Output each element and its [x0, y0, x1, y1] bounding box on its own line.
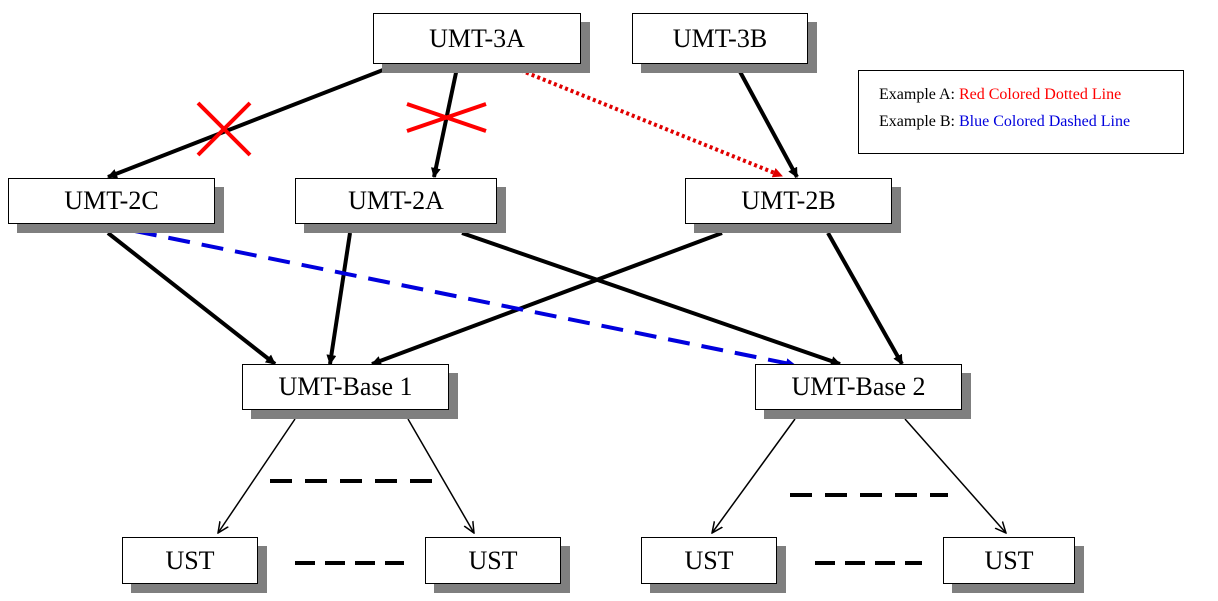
legend-a-text: Red Colored Dotted Line: [958, 86, 1122, 103]
node-label: UST: [165, 545, 215, 575]
legend-b-prefix: Example B:: [879, 113, 959, 130]
edge-3a-to-2a: [430, 67, 459, 178]
red-cross-icon: [196, 101, 252, 157]
node-umt-3b: UMT-3B: [632, 13, 808, 64]
node-label: UMT-2A: [348, 186, 444, 215]
edge-3a-to-2c: [107, 66, 389, 179]
node-label: UST: [684, 545, 734, 575]
node-ust-3: UST: [641, 537, 777, 584]
node-label: UMT-3A: [429, 23, 525, 53]
legend-row-a: Example A: Red Colored Dotted Line: [879, 81, 1183, 108]
node-label: UMT-3B: [672, 23, 768, 53]
edge-2a-to-base2: [461, 231, 841, 366]
legend-a-prefix: Example A:: [879, 86, 959, 103]
node-umt-2c: UMT-2C: [8, 178, 215, 224]
node-label: UST: [468, 545, 518, 575]
edge-base1-to-ust2: [407, 418, 474, 533]
red-dotted-edge-3a-to-2b: [514, 66, 783, 178]
legend-row-b: Example B: Blue Colored Dashed Line: [879, 108, 1183, 135]
node-label: UMT-2B: [741, 186, 836, 215]
edge-2a-to-base1: [326, 232, 352, 365]
edge-2c-to-base1: [106, 231, 277, 366]
edge-base2-to-ust3: [712, 418, 796, 533]
edge-base2-to-ust4: [904, 418, 1006, 533]
node-umt-base-1: UMT-Base 1: [242, 364, 449, 410]
node-umt-2b: UMT-2B: [685, 178, 892, 224]
legend: Example A: Red Colored Dotted Line Examp…: [858, 70, 1184, 154]
node-umt-base-2: UMT-Base 2: [755, 364, 962, 410]
node-label: UST: [984, 545, 1034, 575]
blue-dashed-edge-2c-to-base2: [134, 229, 796, 369]
node-umt-2a: UMT-2A: [295, 178, 497, 224]
node-umt-3a: UMT-3A: [373, 13, 581, 64]
edge-2b-to-base2: [826, 232, 904, 365]
node-ust-4: UST: [943, 537, 1075, 584]
red-cross-icon: [406, 102, 487, 133]
node-label: UMT-Base 1: [278, 372, 413, 401]
edge-3b-to-2b: [736, 67, 799, 178]
node-ust-1: UST: [122, 537, 258, 584]
edge-2b-to-base1: [371, 231, 723, 366]
legend-b-text: Blue Colored Dashed Line: [958, 113, 1131, 130]
node-label: UMT-Base 2: [791, 372, 926, 401]
node-label: UMT-2C: [64, 186, 159, 215]
node-ust-2: UST: [425, 537, 561, 584]
edge-base1-to-ust1: [218, 418, 296, 533]
